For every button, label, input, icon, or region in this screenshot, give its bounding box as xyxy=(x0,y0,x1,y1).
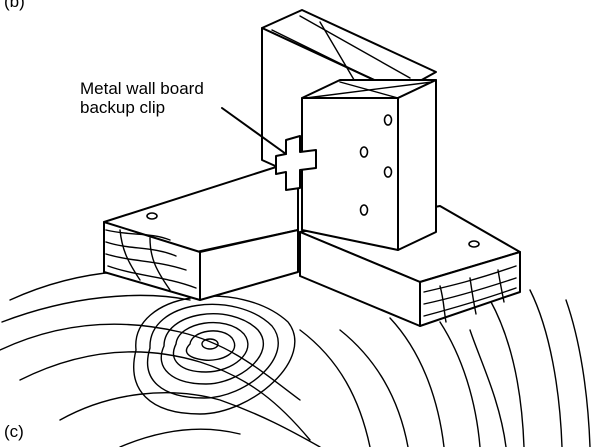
clip-callout-line-1: Metal wall board xyxy=(80,79,204,98)
left-bottom-plate xyxy=(103,159,299,301)
subfloor-grain-lines xyxy=(0,270,591,447)
metal-backup-clip xyxy=(275,135,317,191)
panel-label-b: (b) xyxy=(4,0,25,11)
front-stud xyxy=(301,79,437,251)
clip-callout-label: Metal wall board backup clip xyxy=(80,79,204,117)
callout-leader-line xyxy=(221,107,287,155)
panel-label-c: (c) xyxy=(4,422,24,441)
clip-callout-line-2: backup clip xyxy=(80,98,166,117)
grain-knot-swirl xyxy=(133,295,296,415)
